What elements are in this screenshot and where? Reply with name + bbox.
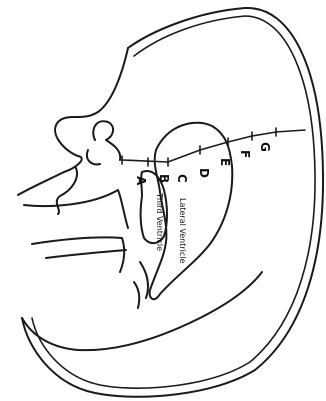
third-ventricle-label: Third Ventricle	[155, 192, 164, 251]
point-label-b: B	[157, 174, 171, 183]
occipital-contour	[22, 272, 262, 350]
measurement-line	[122, 130, 305, 162]
skull-base-contour	[24, 190, 148, 308]
point-label-g: G	[258, 142, 272, 152]
point-label-d: D	[197, 168, 211, 178]
frontal-contour	[18, 48, 128, 214]
skull-inner-outline	[32, 16, 315, 388]
skull-outer-outline	[22, 8, 323, 397]
lateral-ventricle-label: Lateral Ventricle	[178, 198, 187, 263]
orbital-region	[87, 121, 120, 164]
point-label-c: C	[175, 174, 189, 183]
point-label-f: F	[238, 150, 252, 158]
point-label-e: E	[218, 158, 232, 166]
point-label-a: A	[134, 176, 148, 186]
